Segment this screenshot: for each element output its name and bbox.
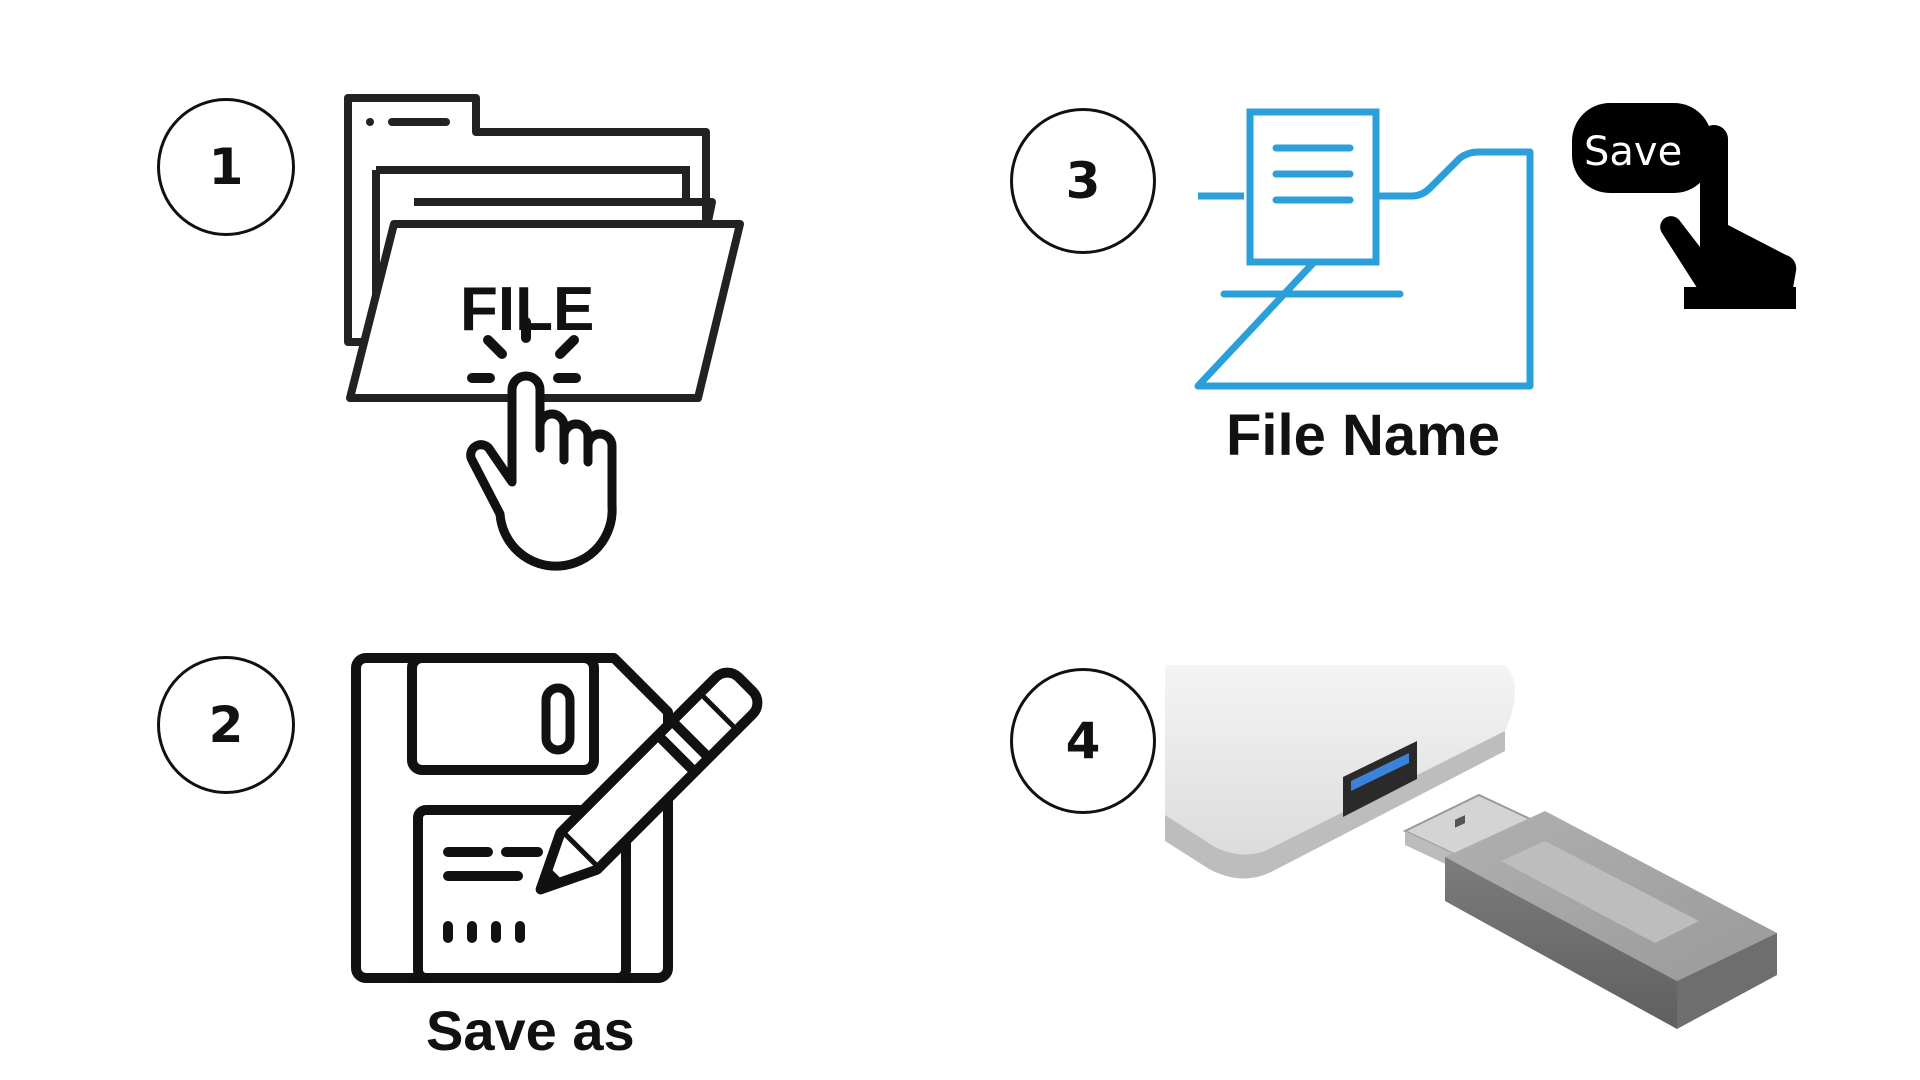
step-number-3: 3 [1010,108,1156,254]
save-button-label: Save [1584,129,1682,175]
step-number-4: 4 [1010,668,1156,814]
save-button-click-icon: Save [1560,95,1800,320]
step-number-1: 1 [157,98,295,236]
step-number-2: 2 [157,656,295,794]
file-name-caption: File Name [1226,403,1500,468]
document-folder-icon [1190,100,1540,405]
save-as-caption: Save as [426,999,635,1062]
file-folder-click-icon: FILE [340,90,760,595]
usb-flash-drive-icon [1165,665,1785,1050]
floppy-disk-pencil-icon [350,650,770,995]
